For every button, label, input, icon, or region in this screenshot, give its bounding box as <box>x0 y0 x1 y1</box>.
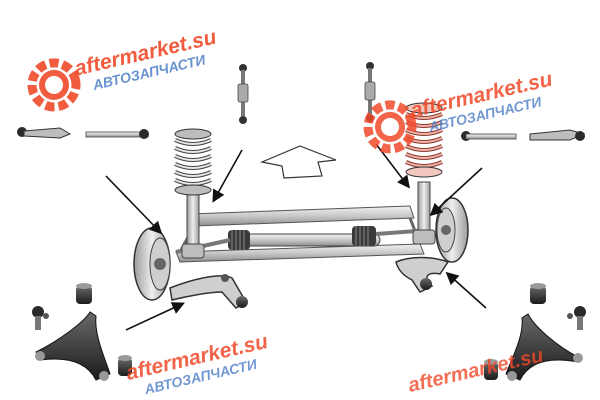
bushing-right-bottom <box>484 359 498 380</box>
inner-tie-rod-right <box>461 131 517 141</box>
bushing-left-bottom <box>118 355 132 376</box>
strut-left <box>181 189 205 259</box>
right-hub-disc <box>435 197 469 263</box>
watermark-gear-icon <box>27 58 81 112</box>
tie-rod-end-left <box>17 127 72 139</box>
rack-boot-right <box>352 226 376 246</box>
arrow-to-left-strut <box>212 149 243 203</box>
strut-right <box>412 181 436 245</box>
tie-rod-end-right <box>529 129 586 141</box>
lower-control-arm-right <box>505 313 583 381</box>
bushing-left-top <box>76 283 92 304</box>
coil-spring-left <box>174 128 212 196</box>
watermark-brand: aftermarket.su <box>406 344 545 396</box>
watermark-bottom: aftermarket.su АВТОЗАПЧАСТИ <box>124 330 270 398</box>
stabilizer-link-left <box>237 64 249 124</box>
ball-joint-left <box>32 306 49 330</box>
watermark-left: aftermarket.su АВТОЗАПЧАСТИ <box>27 26 219 112</box>
pointer-arrows <box>105 143 487 331</box>
lower-control-arm-right-assembled <box>395 256 450 293</box>
inner-tie-rod-left <box>85 129 149 139</box>
arrow-to-left-arm <box>125 302 185 331</box>
watermark-gear-icon <box>363 100 417 154</box>
arrow-to-left-link <box>105 175 163 235</box>
ball-joint-right <box>567 306 586 330</box>
coil-spring-right <box>405 102 443 178</box>
lower-control-arm-left-assembled <box>169 274 248 309</box>
bushing-right-top <box>530 283 546 304</box>
rack-boot-left <box>228 230 250 250</box>
arrow-to-right-arm <box>445 271 487 309</box>
watermark-bottom-right: aftermarket.su <box>406 344 545 396</box>
arrow-to-right-link <box>429 167 483 217</box>
direction-arrow <box>259 145 337 179</box>
left-hub-disc <box>133 227 171 301</box>
lower-control-arm-left <box>35 311 111 381</box>
